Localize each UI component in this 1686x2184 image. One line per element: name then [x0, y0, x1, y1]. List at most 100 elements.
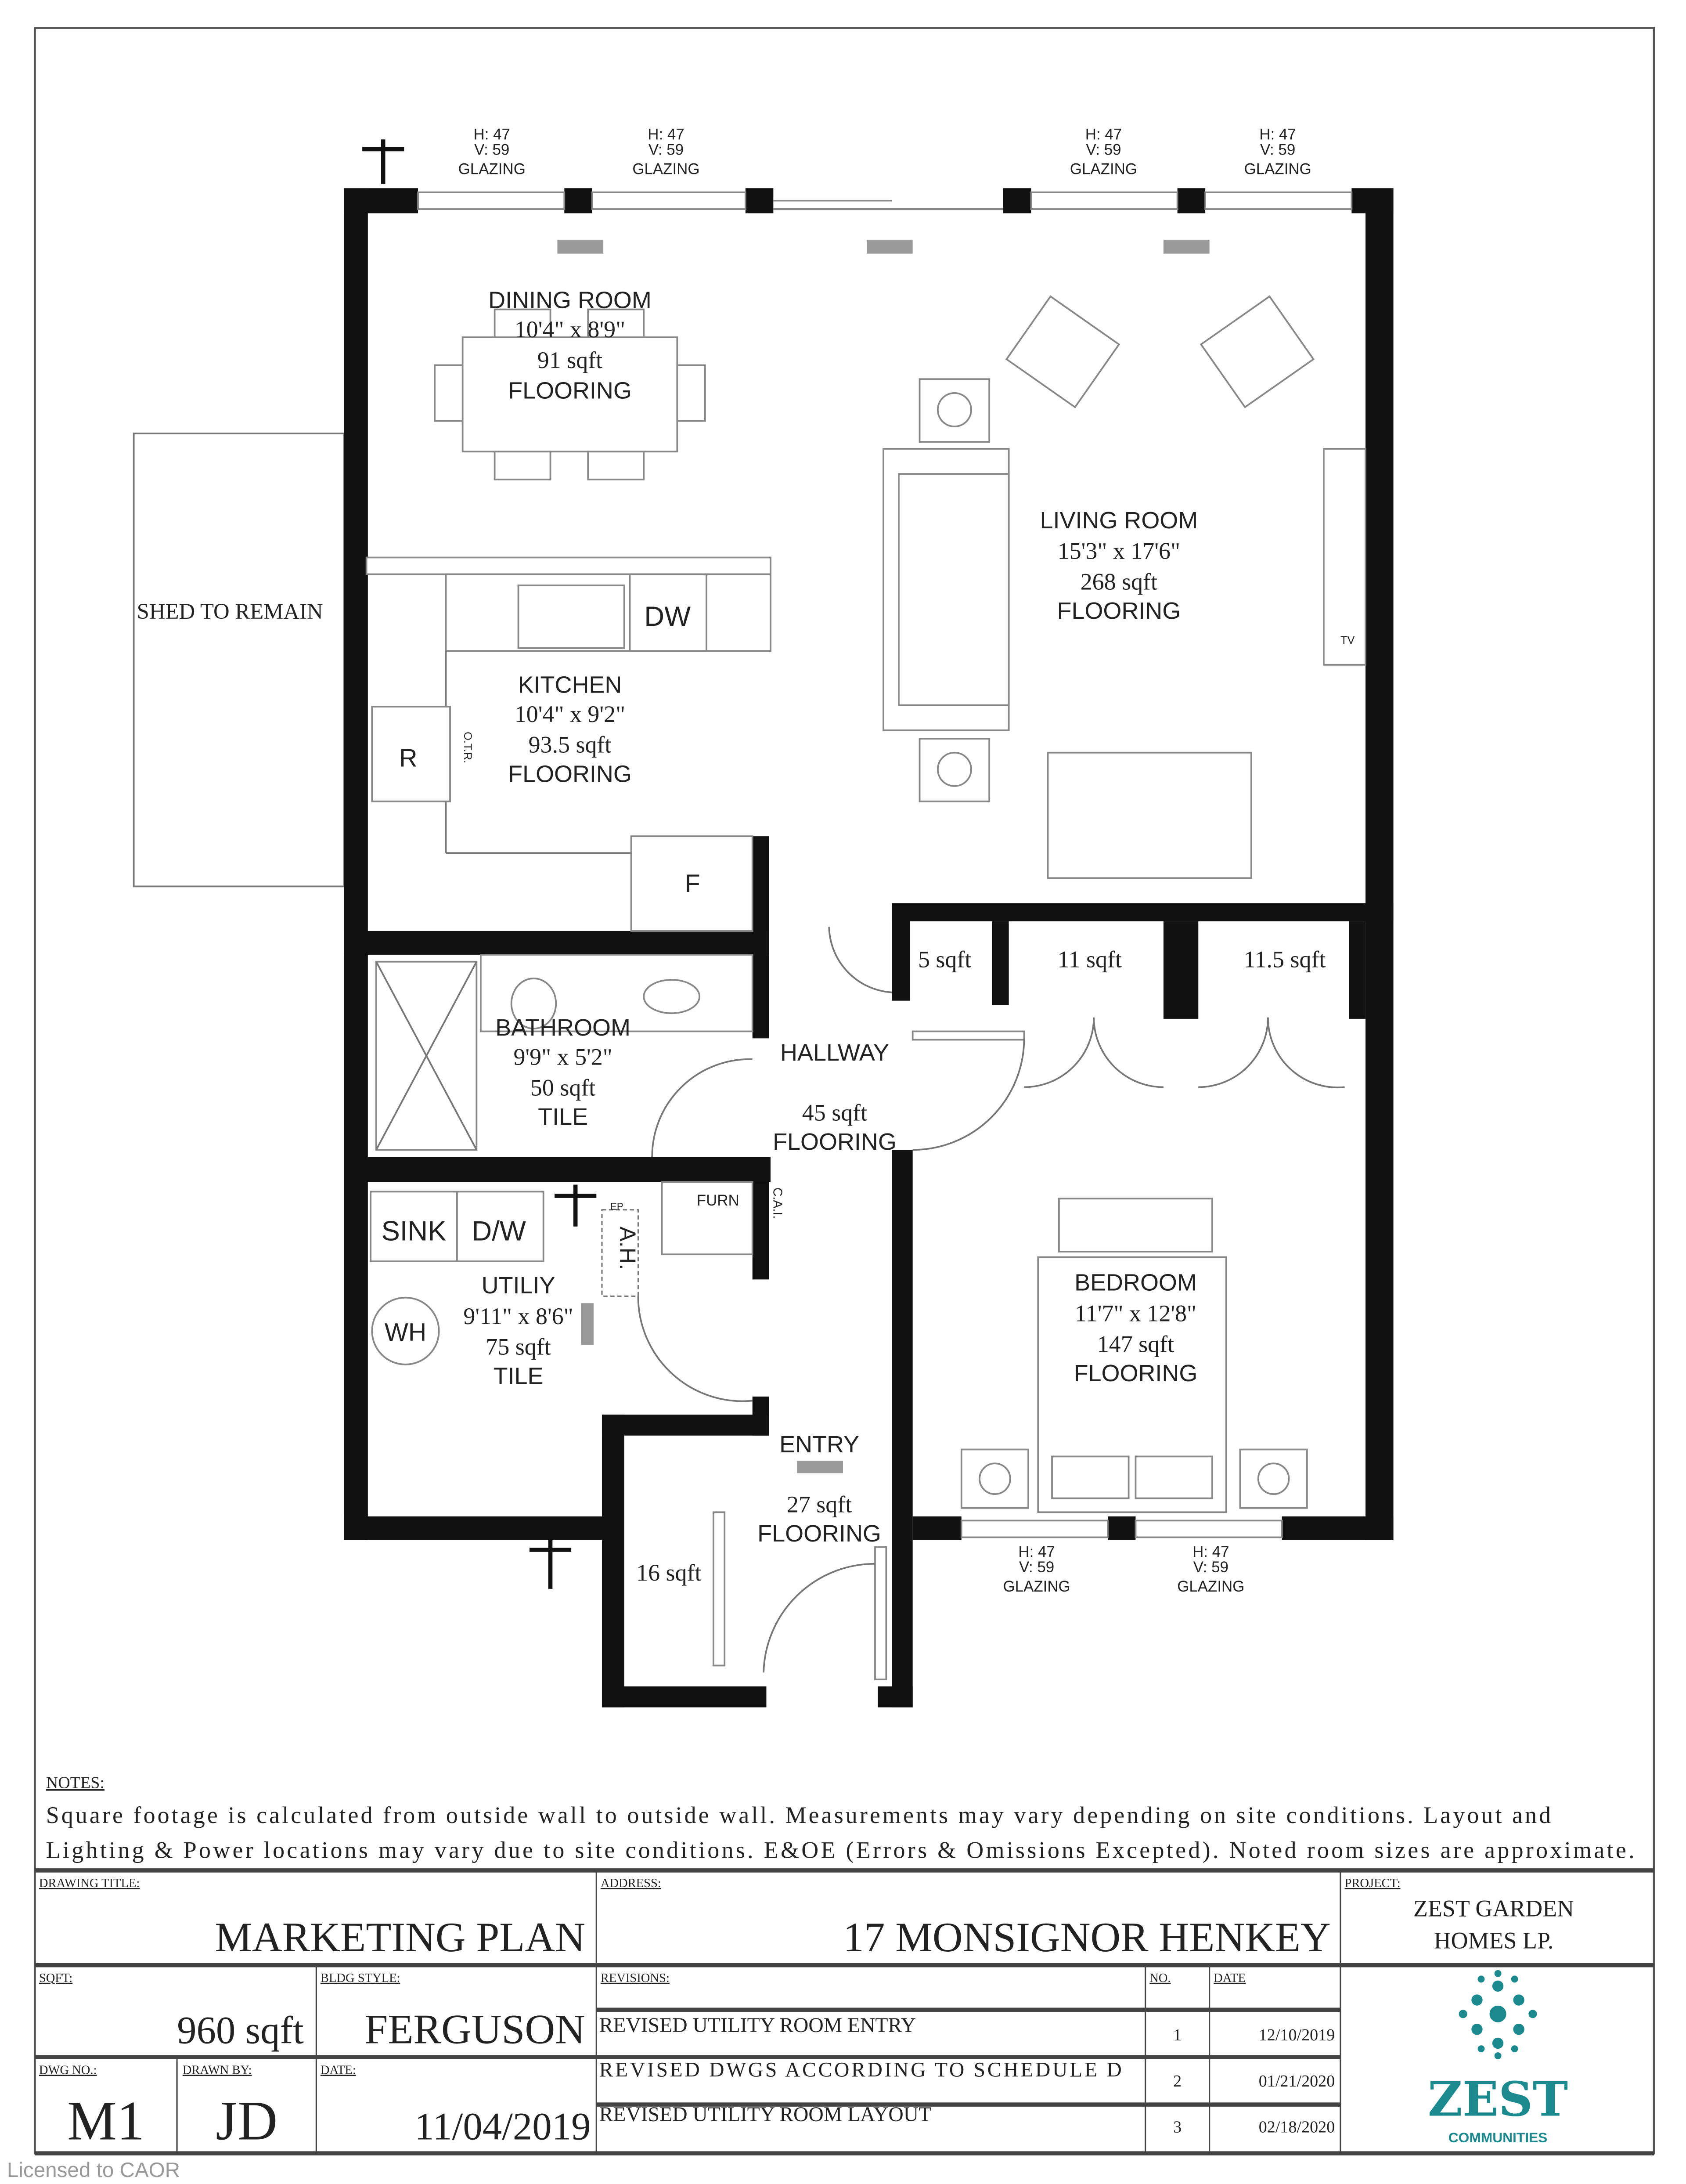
window-label: H: 47V: 59 GLAZING — [1244, 126, 1311, 177]
notes-line-1: Square footage is calculated from outsid… — [46, 1802, 1551, 1828]
svg-text:45 sqft: 45 sqft — [802, 1100, 867, 1126]
logo-word: ZEST — [1428, 2072, 1568, 2127]
svg-text:268 sqft: 268 sqft — [1081, 568, 1157, 595]
notes: NOTES: Square footage is calculated from… — [46, 1774, 1635, 1863]
room-bathroom: BATHROOM 9'9" x 5'2" 50 sqft TILE — [495, 1014, 630, 1130]
rev-no-label: NO. — [1149, 1971, 1171, 1985]
project-line-2: HOMES LP. — [1434, 1928, 1554, 1954]
svg-text:FLOORING: FLOORING — [508, 378, 632, 404]
utility-fixtures: SINK D/W A.H. EP FURN C.A.I. WH — [370, 1181, 784, 1402]
svg-text:TILE: TILE — [494, 1363, 544, 1389]
svg-text:BEDROOM: BEDROOM — [1074, 1270, 1197, 1296]
room-hallway: HALLWAY 45 sqft FLOORING — [773, 1040, 897, 1155]
zest-logo: ZEST COMMUNITIES — [1428, 1970, 1568, 2145]
drawing-title: MARKETING PLAN — [215, 1914, 585, 1960]
drawn-by: JD — [216, 2090, 277, 2152]
svg-text:10'4" x 9'2": 10'4" x 9'2" — [515, 701, 625, 727]
svg-text:1: 1 — [1173, 2026, 1182, 2044]
shed-label: SHED TO REMAIN — [137, 599, 323, 624]
room-closet-3: 11.5 sqft — [1244, 946, 1326, 972]
fridge-label: F — [685, 870, 700, 898]
svg-text:FLOORING: FLOORING — [757, 1520, 881, 1547]
dwg-no: M1 — [67, 2090, 144, 2152]
svg-text:V: 59: V: 59 — [1260, 141, 1295, 158]
svg-text:GLAZING: GLAZING — [1177, 1578, 1244, 1595]
svg-text:75 sqft: 75 sqft — [486, 1334, 551, 1360]
dishwasher-label: DW — [644, 601, 691, 632]
svg-text:UTILIY: UTILIY — [482, 1272, 555, 1299]
address-label: ADDRESS: — [601, 1877, 661, 1890]
svg-text:02/18/2020: 02/18/2020 — [1259, 2118, 1335, 2137]
svg-text:ENTRY: ENTRY — [779, 1431, 859, 1458]
tv-label: TV — [1340, 634, 1355, 646]
logo-sub: COMMUNITIES — [1448, 2130, 1548, 2145]
room-kitchen: KITCHEN 10'4" x 9'2" 93.5 sqft FLOORING — [508, 671, 632, 787]
project-label: PROJECT: — [1344, 1877, 1400, 1890]
sink-label: SINK — [381, 1216, 446, 1246]
shed: SHED TO REMAIN — [133, 433, 345, 888]
svg-text:V: 59: V: 59 — [648, 141, 684, 158]
svg-text:12/10/2019: 12/10/2019 — [1259, 2026, 1335, 2044]
svg-text:V: 59: V: 59 — [1193, 1559, 1228, 1576]
bldg-style: FERGUSON — [364, 2006, 585, 2052]
cai-label: C.A.I. — [770, 1188, 784, 1219]
svg-text:REVISED DWGS ACCORDING TO SCHE: REVISED DWGS ACCORDING TO SCHEDULE D — [599, 2059, 1122, 2082]
room-closet-1: 5 sqft — [918, 946, 971, 972]
svg-text:H: 47: H: 47 — [1018, 1543, 1055, 1560]
title-block: DRAWING TITLE: MARKETING PLAN ADDRESS: 1… — [35, 1868, 1654, 2155]
furnace-label: FURN — [697, 1192, 739, 1209]
window-label: H: 47V: 59 GLAZING — [1177, 1543, 1244, 1595]
air-handler-label: A.H. — [615, 1227, 640, 1270]
svg-text:GLAZING: GLAZING — [458, 161, 526, 178]
svg-text:BATHROOM: BATHROOM — [495, 1014, 630, 1041]
revision-row: REVISED UTILITY ROOM ENTRY 1 12/10/2019 — [599, 2014, 1335, 2044]
svg-text:FLOORING: FLOORING — [1074, 1360, 1198, 1386]
otr-label: O.T.R. — [461, 732, 474, 763]
rev-date-label: DATE — [1214, 1971, 1246, 1985]
svg-text:27 sqft: 27 sqft — [787, 1491, 852, 1517]
drawing-title-label: DRAWING TITLE: — [39, 1877, 140, 1890]
watermark: Licensed to CAOR — [7, 2159, 180, 2182]
sheet-border — [33, 27, 1655, 2155]
notes-heading: NOTES: — [46, 1774, 104, 1792]
svg-text:V: 59: V: 59 — [474, 141, 509, 158]
svg-text:11'7" x 12'8": 11'7" x 12'8" — [1075, 1300, 1196, 1327]
svg-text:H: 47: H: 47 — [1192, 1543, 1229, 1560]
ep-label: EP — [610, 1201, 623, 1212]
room-dining: DINING ROOM 10'4" x 8'9" 91 sqft FLOORIN… — [488, 287, 652, 404]
room-utility: UTILIY 9'11" x 8'6" 75 sqft TILE — [463, 1272, 573, 1389]
drawing-date: 11/04/2019 — [414, 2105, 591, 2148]
window-label: H: 47V: 59 GLAZING — [458, 126, 526, 177]
svg-text:9'11" x 8'6": 9'11" x 8'6" — [463, 1303, 573, 1329]
living-furniture: TV — [883, 295, 1366, 879]
hose-bib-icons — [362, 139, 597, 1589]
room-entry: ENTRY 27 sqft FLOORING — [757, 1431, 881, 1547]
svg-text:H: 47: H: 47 — [648, 126, 684, 143]
revisions-label: REVISIONS: — [601, 1971, 670, 1985]
svg-text:V: 59: V: 59 — [1019, 1559, 1054, 1576]
doors — [712, 927, 1345, 1681]
svg-text:50 sqft: 50 sqft — [530, 1074, 595, 1101]
svg-text:GLAZING: GLAZING — [1070, 161, 1137, 178]
svg-text:H: 47: H: 47 — [1085, 126, 1122, 143]
svg-text:DINING ROOM: DINING ROOM — [488, 287, 652, 313]
project-line-1: ZEST GARDEN — [1413, 1895, 1574, 1922]
svg-text:01/21/2020: 01/21/2020 — [1259, 2072, 1335, 2090]
svg-text:H: 47: H: 47 — [474, 126, 510, 143]
svg-text:FLOORING: FLOORING — [773, 1129, 897, 1155]
flower-icon — [1459, 1970, 1537, 2059]
svg-text:H: 47: H: 47 — [1259, 126, 1296, 143]
range-label: R — [399, 744, 417, 772]
svg-text:GLAZING: GLAZING — [1244, 161, 1311, 178]
bathroom-fixtures — [375, 954, 753, 1157]
svg-text:10'4" x 8'9": 10'4" x 8'9" — [515, 316, 625, 343]
dining-table — [434, 308, 706, 480]
drawn-by-label: DRAWN BY: — [183, 2063, 252, 2077]
svg-text:REVISED UTILITY ROOM ENTRY: REVISED UTILITY ROOM ENTRY — [599, 2014, 916, 2037]
notes-line-2: Lighting & Power locations may vary due … — [46, 1837, 1635, 1863]
